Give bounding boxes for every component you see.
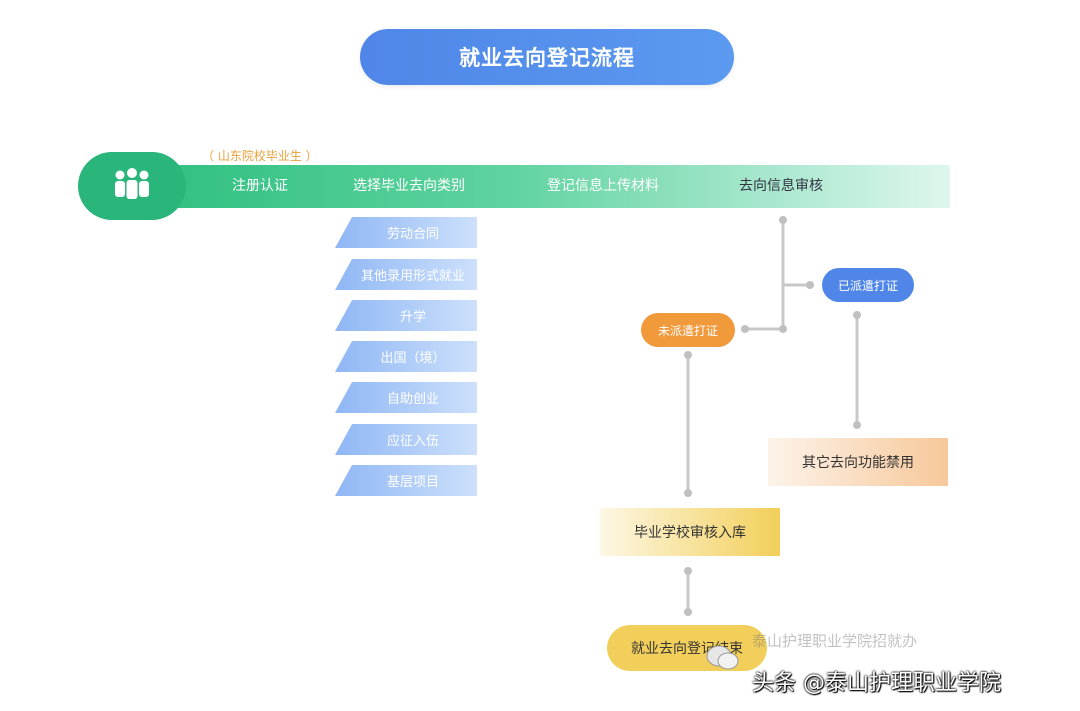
connector-dot xyxy=(684,567,692,575)
connector-dot xyxy=(684,489,692,497)
step-upload-materials: 登记信息上传材料 xyxy=(547,178,659,194)
category-label: 出国（境） xyxy=(380,351,446,366)
connector-dot xyxy=(779,325,787,333)
watermark: 头条 @泰山护理职业学院 xyxy=(752,671,1001,696)
category-military: 应征入伍 xyxy=(335,424,477,455)
category-grassroots: 基层项目 xyxy=(335,465,477,496)
connector-dot xyxy=(741,325,749,333)
connector-dot xyxy=(684,608,692,616)
subtitle: （ 山东院校毕业生 ） xyxy=(202,149,318,163)
node-disabled: 其它去向功能禁用 xyxy=(768,438,948,486)
connector-dot xyxy=(806,281,814,289)
category-label: 基层项目 xyxy=(386,475,439,490)
step-register: 注册认证 xyxy=(232,178,288,194)
step-review: 去向信息审核 xyxy=(739,178,823,194)
category-label: 其他录用形式就业 xyxy=(360,269,465,284)
wechat-icon xyxy=(706,644,740,672)
category-go-abroad: 出国（境） xyxy=(335,341,477,372)
people-group-icon xyxy=(78,152,186,220)
category-label: 应征入伍 xyxy=(386,434,439,449)
category-labor-contract: 劳动合同 xyxy=(335,217,477,248)
connector-dot xyxy=(853,311,861,319)
node-school-review: 毕业学校审核入库 xyxy=(600,508,780,556)
connector-dot xyxy=(853,421,861,429)
step-choose-category: 选择毕业去向类别 xyxy=(353,178,465,194)
connector-dot xyxy=(779,216,787,224)
category-label: 自助创业 xyxy=(386,392,439,407)
node-dispatched: 已派遣打证 xyxy=(822,268,914,302)
category-other-employment: 其他录用形式就业 xyxy=(335,259,477,290)
category-label: 升学 xyxy=(399,310,426,325)
category-label: 劳动合同 xyxy=(386,227,439,242)
node-not-dispatched: 未派遣打证 xyxy=(641,313,735,347)
connector-dot xyxy=(684,351,692,359)
watermark-faint: 泰山护理职业学院招就办 xyxy=(752,632,918,650)
node-end: 就业去向登记结束 xyxy=(607,625,767,671)
category-further-study: 升学 xyxy=(335,300,477,331)
process-bar xyxy=(145,165,950,208)
page-title: 就业去向登记流程 xyxy=(360,29,734,85)
category-self-employed: 自助创业 xyxy=(335,382,477,413)
